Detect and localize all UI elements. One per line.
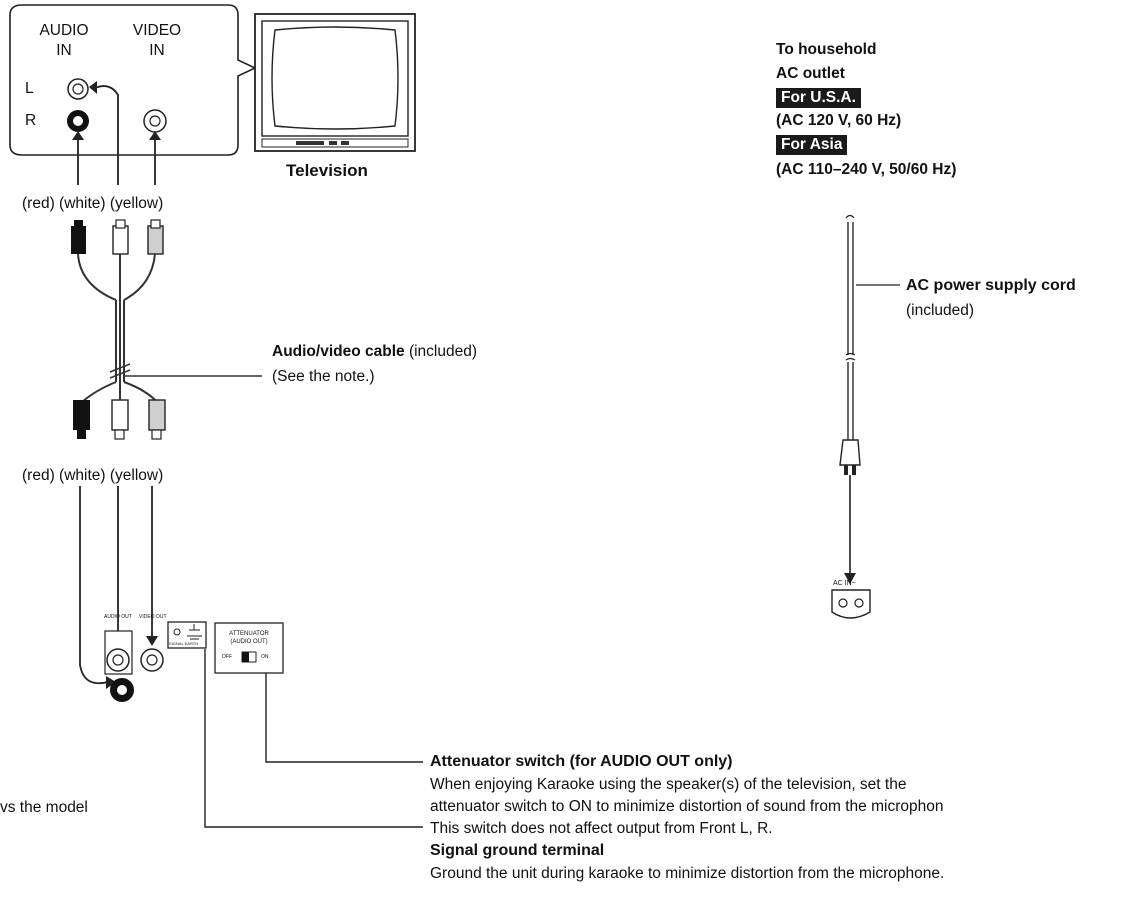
video-out-label: VIDEO OUT xyxy=(139,614,167,620)
ac-inlet-pin-right xyxy=(854,598,864,608)
attenuator-panel-label: ATTENUATOR(AUDIO OUT) xyxy=(229,631,269,645)
attenuator-title: Attenuator switch (for AUDIO OUT only) xyxy=(430,753,733,770)
asia-spec: (AC 110–240 V, 50/60 Hz) xyxy=(776,161,957,178)
attenuator-text-1: When enjoying Karaoke using the speaker(… xyxy=(430,776,907,793)
television-icon xyxy=(254,13,416,152)
attenuator-text-3: This switch does not affect output from … xyxy=(430,820,773,837)
plug-colors-bottom: (red) (white) (yellow) xyxy=(22,467,164,484)
ac-cord-note: (included) xyxy=(906,302,975,319)
white-plug-top xyxy=(112,225,129,255)
plug-colors-top: (red) (white) (yellow) xyxy=(22,195,164,212)
audio-out-label: AUDIO OUT xyxy=(104,614,132,620)
yellow-plug-top xyxy=(147,225,164,255)
signal-ground-terminal xyxy=(167,621,207,649)
usa-tag: For U.S.A. xyxy=(776,88,861,108)
ac-power-cord xyxy=(831,214,900,619)
red-plug-top xyxy=(71,226,86,254)
power-heading-1: To household xyxy=(776,41,877,58)
av-cable xyxy=(77,253,262,403)
television-label: Television xyxy=(286,161,368,180)
av-cable-note: (See the note.) xyxy=(272,368,375,385)
power-heading-2: AC outlet xyxy=(776,65,845,82)
bottom-plugs xyxy=(73,399,166,440)
ground-text: Ground the unit during karaoke to minimi… xyxy=(430,865,945,882)
attenuator-switch xyxy=(214,622,284,674)
att-off-label: OFF xyxy=(222,654,232,660)
left-channel-label: L xyxy=(25,80,34,97)
yellow-plug-bottom xyxy=(148,399,166,431)
red-plug-bottom xyxy=(73,400,90,430)
att-on-label: ON xyxy=(261,654,269,660)
left-fragment-text: vs the model xyxy=(0,799,88,816)
tv-connection-arrows xyxy=(77,85,156,185)
ground-title: Signal ground terminal xyxy=(430,842,605,859)
asia-tag: For Asia xyxy=(776,135,848,155)
ac-inlet-pin-left xyxy=(838,598,848,608)
ac-cord-label: AC power supply cord xyxy=(906,277,1076,294)
right-channel-label: R xyxy=(25,112,37,129)
unit-rear-panel xyxy=(104,621,284,702)
usa-spec: (AC 120 V, 60 Hz) xyxy=(776,112,902,129)
av-cable-label: Audio/video cable (included) xyxy=(272,343,478,360)
tv-input-panel xyxy=(9,4,257,156)
attenuator-text-2: attenuator switch to ON to minimize dist… xyxy=(430,798,944,815)
ac-in-label: AC IN~ xyxy=(833,580,856,587)
signal-earth-label: SIGNAL EARTH xyxy=(169,641,199,646)
white-plug-bottom xyxy=(111,399,129,431)
top-plugs xyxy=(71,219,164,255)
